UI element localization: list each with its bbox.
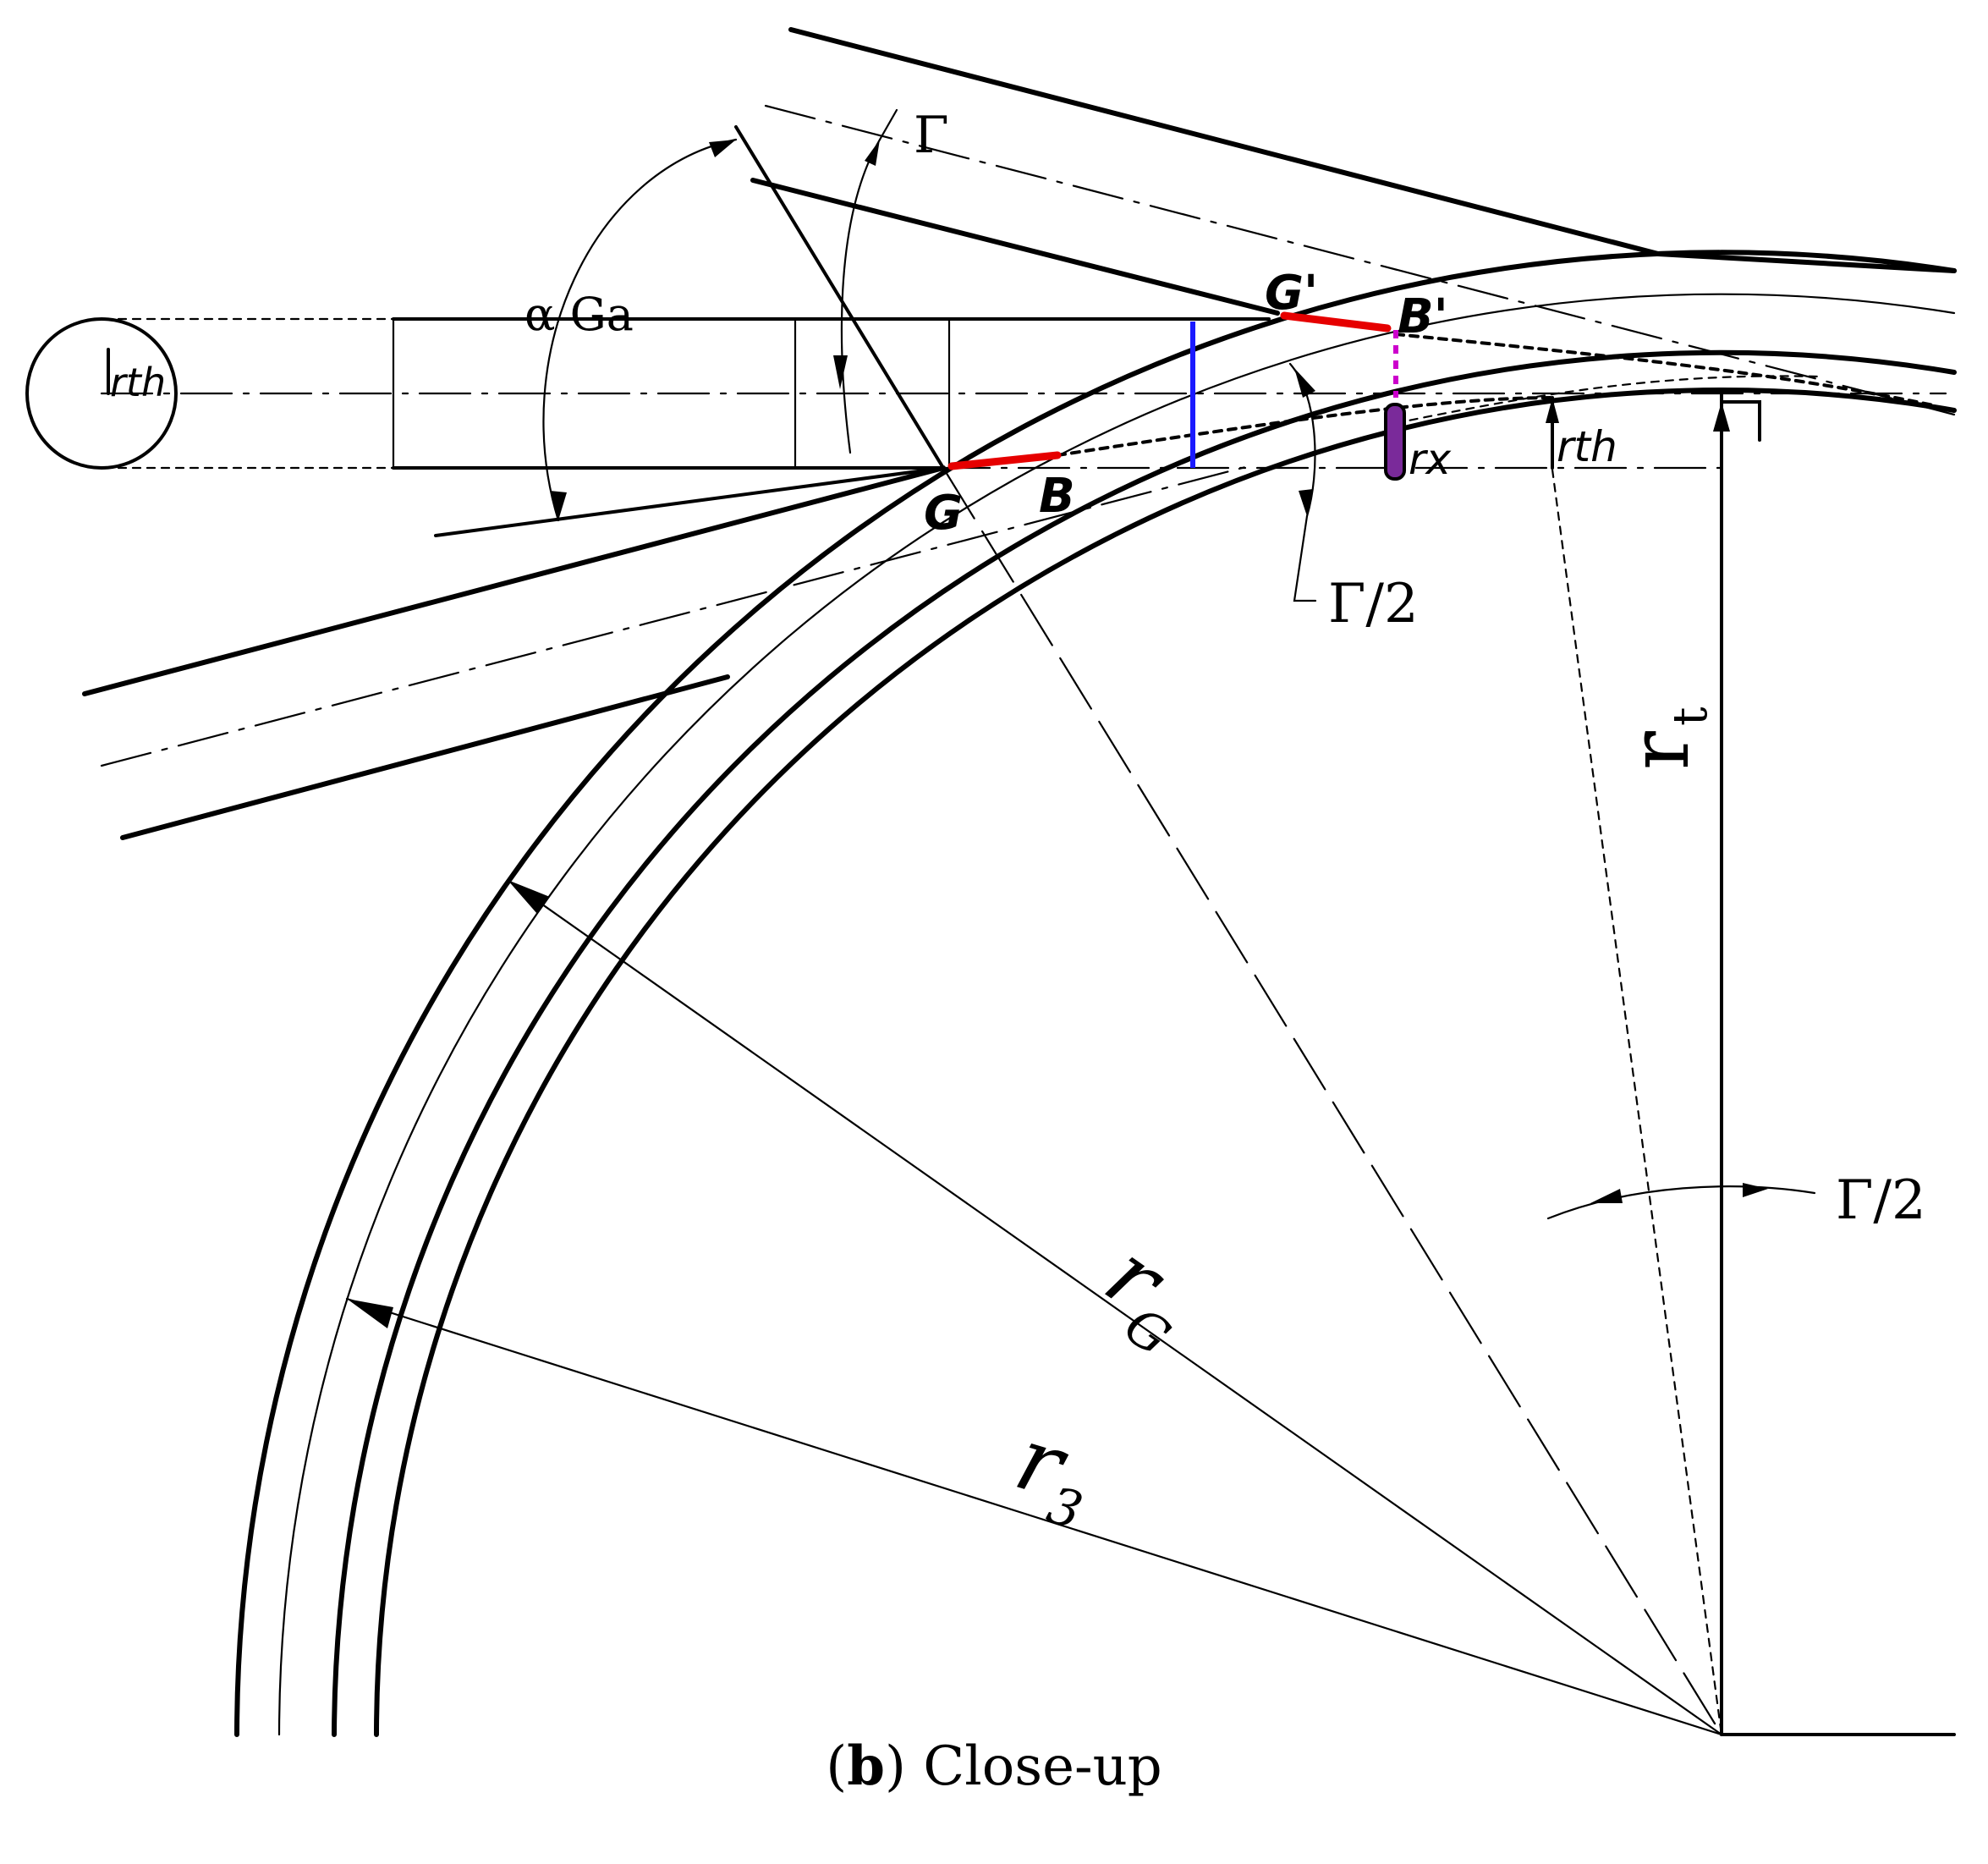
caption-letter: b	[847, 1735, 885, 1798]
arc-inner-2	[374, 388, 1957, 1737]
b-prime-dotted-curve	[1394, 333, 1939, 408]
alpha-ga-arrow-top	[709, 140, 736, 157]
rx-marker	[1384, 403, 1406, 481]
outer-blade-top-cont	[1656, 251, 1957, 273]
b-label: B	[1039, 469, 1075, 524]
b-prime-label: B'	[1398, 289, 1448, 344]
rt-arrowhead	[1713, 402, 1730, 432]
gamma-half-arrow-1	[1294, 368, 1315, 398]
arc-mid	[277, 293, 1956, 1736]
b-prime-lower-dotted	[1394, 375, 1821, 425]
alpha-ga-ray	[434, 466, 945, 537]
rx-label: rx	[1409, 435, 1452, 484]
rg-arrowhead	[508, 880, 550, 914]
gamma-half-right-label: Γ/2	[1836, 1169, 1926, 1232]
alpha-ga-arc	[542, 138, 738, 522]
rth-right-label: rth	[1557, 422, 1617, 471]
lower-blade-line-2	[120, 674, 730, 840]
rg-radius-line	[506, 878, 1723, 1736]
caption-text: Close-up	[905, 1735, 1162, 1798]
g-label: G	[924, 486, 963, 541]
gamma-half-right-arrow-2	[1743, 1183, 1768, 1197]
throat-circle	[25, 317, 178, 470]
alpha-ga-arrow-bottom	[550, 491, 567, 520]
gamma-arrow-top	[865, 140, 880, 166]
volute-arcs	[234, 250, 1957, 1737]
throat-circle-group: rth	[25, 317, 1947, 470]
gamma-arc	[840, 138, 881, 454]
arc-outer	[234, 250, 1957, 1737]
gamma-arrow-bottom	[833, 355, 848, 389]
r3-arrowhead	[347, 1299, 393, 1328]
gamma-half-arc-right	[1546, 1185, 1816, 1220]
rth-right-arrowhead	[1546, 398, 1559, 423]
gprime-bprime-red-segment	[1280, 311, 1392, 333]
b-dotted-curve	[1056, 396, 1554, 457]
caption-close-paren: )	[884, 1735, 906, 1798]
g-b-red-segment	[947, 451, 1062, 470]
arc-inner-1	[332, 349, 1957, 1737]
g-to-center-dashed	[942, 466, 1723, 1736]
gamma-half-arrow-2	[1299, 489, 1313, 516]
lower-dash-dot-line	[100, 464, 1254, 767]
g-diagonal-line	[734, 125, 945, 470]
upper-dash-dot-line	[764, 104, 1956, 416]
lower-blade-line-1	[82, 465, 946, 696]
gamma-half-top-label: Γ/2	[1328, 573, 1419, 635]
alpha-ga-label: α Ga	[524, 288, 634, 341]
gamma-label: Γ	[914, 106, 949, 165]
rt-label-group: r t	[1612, 707, 1718, 770]
figure-caption: (b) Close-up	[0, 1735, 1988, 1798]
throat-channel	[392, 317, 1723, 470]
rth-radial-dotted	[1551, 468, 1723, 1736]
gamma-half-right-arrow-1	[1590, 1189, 1623, 1203]
r3-radius-line	[345, 1297, 1723, 1736]
right-angle-marker	[1720, 400, 1761, 442]
caption-open-paren: (	[826, 1735, 848, 1798]
gamma-half-leader	[1293, 514, 1317, 602]
g-prime-label: G'	[1265, 266, 1318, 321]
blade-upper-line	[750, 178, 1280, 316]
rg-label-group: r G	[1088, 1223, 1185, 1368]
gamma-leader	[878, 108, 898, 141]
rt-label: r	[1612, 731, 1707, 770]
r3-label-group: r 3	[1005, 1406, 1090, 1542]
rt-label-sub: t	[1663, 707, 1718, 726]
rth-circle-label: rth	[110, 360, 166, 405]
outer-blade-top	[788, 27, 1661, 256]
